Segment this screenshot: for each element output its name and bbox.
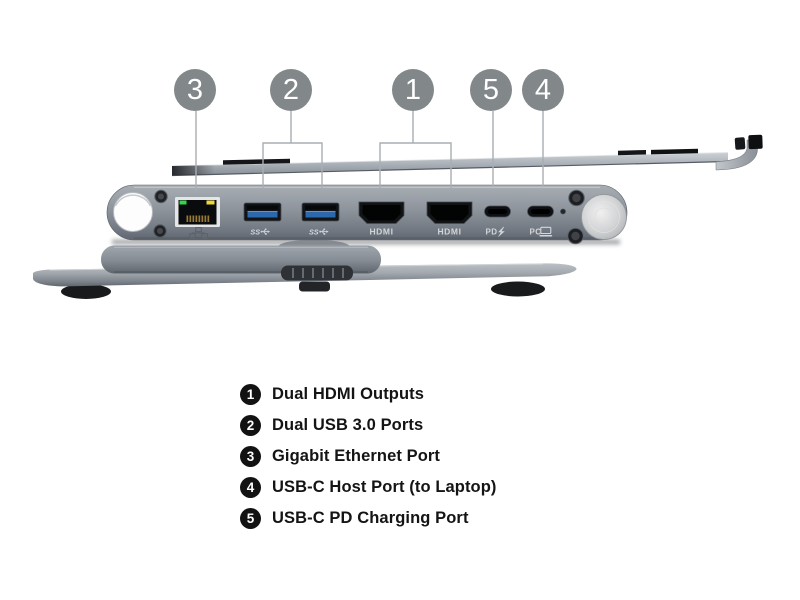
usb-ss-label: SS [309, 228, 319, 237]
usb-c-port [527, 205, 554, 218]
usb-ss-label: SS [250, 228, 260, 237]
usb-c-host-label: PC [530, 228, 542, 237]
cable-hole [113, 192, 153, 232]
legend-item: 3 Gigabit Ethernet Port [240, 445, 497, 467]
usb-a-port [301, 202, 340, 222]
screw [568, 189, 585, 207]
callout-number: 4 [534, 73, 552, 106]
laptop-tray [171, 134, 763, 177]
hdmi-port [426, 201, 473, 224]
silver-disc [581, 194, 627, 240]
tray-rubber-pad [618, 150, 646, 156]
callout-circle-1: 1 [392, 69, 434, 111]
hdmi-label: HDMI [369, 227, 393, 237]
swivel-ring [281, 265, 353, 281]
usb-port-label: SS [309, 228, 329, 237]
legend-item: 4 USB-C Host Port (to Laptop) [240, 476, 497, 498]
legend-item: 1 Dual HDMI Outputs [240, 383, 497, 405]
superspeed-trident-icon [319, 228, 329, 235]
callout-number: 3 [186, 73, 204, 106]
legend-bullet: 5 [240, 507, 261, 529]
hdmi-label: HDMI [437, 227, 461, 237]
ethernet-port [175, 197, 220, 227]
legend-bullet: 3 [240, 445, 261, 467]
usb-c-port [484, 205, 511, 218]
leader-lines [195, 111, 544, 191]
status-led-hole [560, 208, 566, 215]
leader-line-1 [379, 111, 452, 188]
usb-a-port [243, 202, 282, 222]
callout-circle-4: 4 [522, 69, 564, 111]
legend-label: Dual USB 3.0 Ports [272, 415, 424, 434]
tray-rubber-pad [651, 148, 698, 155]
port-bar: SS SS [106, 184, 628, 245]
screw [154, 189, 168, 204]
leader-line-2 [262, 111, 323, 189]
callout-number: 2 [282, 73, 300, 106]
legend-item: 5 USB-C PD Charging Port [240, 507, 497, 529]
hook-rubber-cap [734, 137, 746, 150]
legend-label: USB-C Host Port (to Laptop) [272, 477, 497, 496]
rubber-foot [491, 281, 545, 297]
legend-bullet: 4 [240, 476, 261, 498]
laptop-icon [539, 226, 553, 237]
legend-label: Gigabit Ethernet Port [272, 446, 441, 465]
tray-end-cap [172, 165, 215, 176]
legend-label: USB-C PD Charging Port [272, 508, 469, 527]
base-tab-foot [299, 281, 330, 292]
screw [567, 227, 584, 245]
screw [153, 224, 167, 238]
ethernet-led-amber [206, 200, 215, 205]
hdmi-port [358, 201, 405, 224]
callout-circle-5: 5 [470, 69, 512, 111]
network-icon [189, 227, 208, 239]
bar-shadow [112, 239, 620, 245]
tray-rubber-pad [223, 158, 290, 165]
callout-number: 1 [404, 73, 422, 106]
ethernet-led-green [179, 200, 187, 205]
legend-bullet: 2 [240, 414, 261, 436]
legend-label: Dual HDMI Outputs [272, 384, 425, 403]
usb-port-label: SS [250, 228, 270, 237]
rubber-foot [61, 284, 111, 299]
callout-number: 5 [482, 73, 500, 106]
feature-legend: 1 Dual HDMI Outputs 2 Dual USB 3.0 Ports… [240, 383, 497, 529]
callout-circle-3: 3 [174, 69, 216, 111]
legend-bullet: 1 [240, 383, 261, 405]
superspeed-trident-icon [260, 228, 270, 235]
tray-hook [715, 134, 763, 171]
usb-c-pd-label: PD [486, 228, 498, 237]
hook-rubber-cap [748, 134, 763, 150]
lightning-icon [497, 226, 505, 238]
legend-item: 2 Dual USB 3.0 Ports [240, 414, 497, 436]
callout-circle-2: 2 [270, 69, 312, 111]
